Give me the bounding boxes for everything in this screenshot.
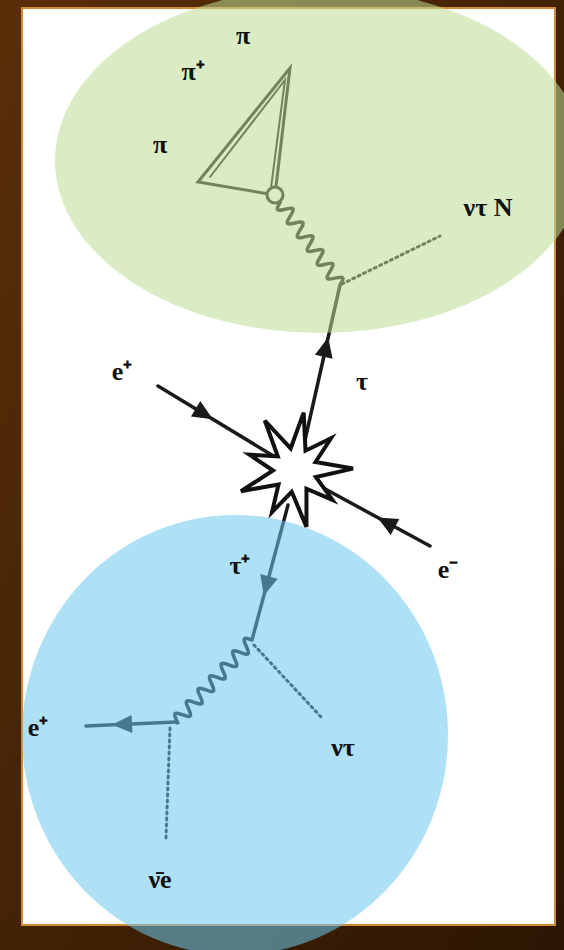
arrowhead [377, 517, 399, 534]
region-shape [22, 515, 448, 950]
particle-label: τ⁺ [230, 553, 251, 579]
particle-label: π⁺ [181, 59, 204, 85]
particle-label: π [153, 132, 167, 158]
decay-region: π π⁺ π ντ N [55, 0, 564, 333]
arrowhead [315, 337, 333, 358]
arrowhead [191, 401, 213, 419]
particle-label: π [236, 23, 250, 49]
particle-label: τ [356, 369, 368, 395]
particle-label: ντ N [464, 195, 513, 221]
particle-label: e⁺ [112, 359, 133, 385]
collision-star [241, 413, 353, 527]
particle-label: ν̄e [148, 867, 171, 893]
particle-label: e⁺ [28, 715, 49, 741]
region-fill [22, 515, 448, 950]
particle-label: ντ [331, 735, 355, 761]
region-fill [55, 0, 564, 333]
particle-label: e⁻ [438, 557, 459, 583]
region-shape [55, 0, 564, 333]
decay-region: τ⁺ e⁺ ντ ν̄e [22, 515, 448, 950]
